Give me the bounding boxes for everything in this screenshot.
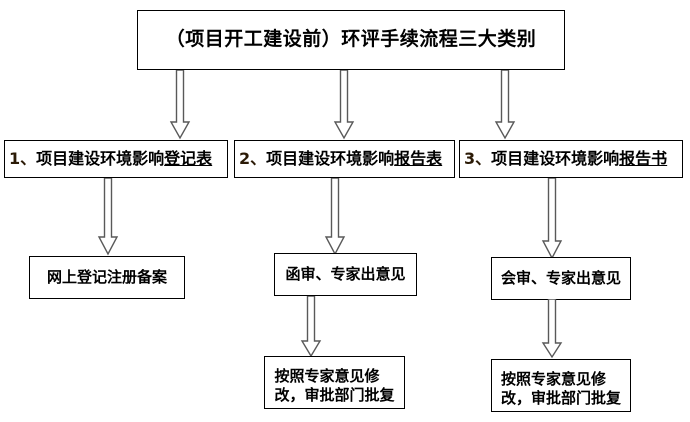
category-box-3: 3、项目建设环境影响报告书 — [459, 140, 683, 178]
step-col3-2-text-wrap: 按照专家意见修 改，审批部门批复 — [491, 364, 631, 408]
arrow-col3-step1-to-step2 — [541, 299, 563, 359]
step-col2-1-text: 函审、专家出意见 — [285, 265, 406, 284]
arrow-title-to-category-1 — [169, 70, 191, 140]
step-col3-1-text: 会审、专家出意见 — [500, 269, 621, 288]
category-3-emphasis: 报告书 — [619, 149, 668, 168]
step-col3-2-line1: 按照专家意见修 — [501, 369, 607, 388]
step-box-col1-1: 网上登记注册备案 — [29, 256, 185, 299]
title-box: （项目开工建设前）环评手续流程三大类别 — [137, 10, 565, 70]
step-col3-2-line2: 改，审批部门批复 — [501, 388, 622, 407]
category-1-emphasis: 登记表 — [164, 149, 213, 168]
step-col2-2-text-wrap: 按照专家意见修 改，审批部门批复 — [265, 361, 405, 405]
title-text: （项目开工建设前）环评手续流程三大类别 — [165, 28, 537, 51]
arrow-category-2-to-step — [324, 178, 346, 256]
step-col2-2-line1: 按照专家意见修 — [274, 366, 380, 385]
category-box-1: 1、项目建设环境影响登记表 — [4, 140, 228, 178]
category-2-number: 2、 — [239, 149, 267, 168]
step-box-col2-2: 按照专家意见修 改，审批部门批复 — [264, 356, 405, 409]
category-2-label: 项目建设环境影响 — [266, 149, 395, 168]
arrow-title-to-category-2 — [333, 70, 355, 140]
step-col2-2-line2: 改，审批部门批复 — [274, 385, 395, 404]
category-1-label: 项目建设环境影响 — [36, 149, 165, 168]
step-box-col3-1: 会审、专家出意见 — [491, 257, 631, 300]
arrow-title-to-category-3 — [494, 70, 516, 140]
category-3-number: 3、 — [464, 149, 492, 168]
step-col1-1-text: 网上登记注册备案 — [46, 268, 167, 287]
category-3-label: 项目建设环境影响 — [491, 149, 620, 168]
category-2-emphasis: 报告表 — [394, 149, 443, 168]
arrow-col2-step1-to-step2 — [300, 296, 322, 358]
category-1-number: 1、 — [9, 149, 37, 168]
arrow-category-3-to-step — [541, 178, 563, 260]
step-box-col3-2: 按照专家意见修 改，审批部门批复 — [491, 359, 631, 412]
arrow-category-1-to-step — [97, 178, 119, 256]
category-box-2: 2、项目建设环境影响报告表 — [234, 140, 455, 178]
step-box-col2-1: 函审、专家出意见 — [274, 253, 417, 296]
